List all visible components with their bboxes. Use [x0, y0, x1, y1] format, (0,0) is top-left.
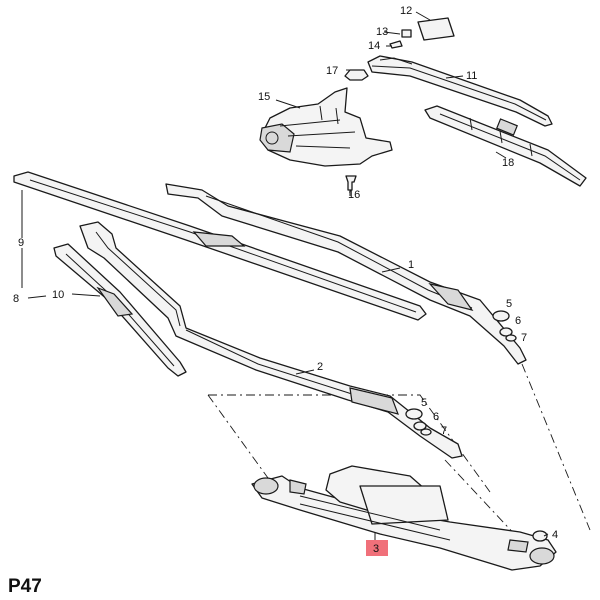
fastener-set-lower	[405, 408, 432, 436]
callout-5-upper[interactable]: 5	[506, 298, 512, 310]
fastener-set-upper	[492, 310, 517, 342]
front-wiper-arm-passenger[interactable]	[79, 221, 463, 459]
grommet[interactable]	[344, 69, 369, 81]
callout-3[interactable]: 3	[373, 543, 379, 555]
callout-7-lower[interactable]: 7	[441, 425, 447, 437]
callout-12[interactable]: 12	[400, 5, 412, 17]
rear-wiper-arm[interactable]	[367, 55, 553, 127]
front-wiper-blade-short[interactable]	[53, 243, 187, 377]
callout-2[interactable]: 2	[317, 361, 323, 373]
washer-6-upper[interactable]	[499, 327, 513, 337]
assembly-guide-lines	[207, 363, 591, 541]
washer-6-lower[interactable]	[413, 421, 427, 431]
front-wiper-arm-driver[interactable]	[165, 183, 527, 365]
callout-16[interactable]: 16	[348, 189, 360, 201]
callout-6-lower[interactable]: 6	[433, 411, 439, 423]
callout-11[interactable]: 11	[466, 70, 477, 82]
callout-15[interactable]: 15	[258, 91, 270, 103]
linkage-nut[interactable]	[532, 530, 548, 542]
rear-wiper-blade[interactable]	[424, 105, 587, 187]
callout-9[interactable]: 9	[18, 237, 24, 249]
callout-18[interactable]: 18	[502, 157, 514, 169]
callout-13[interactable]: 13	[376, 26, 388, 38]
callout-labels: 1 2 3 4 5 5 6 6 7 7 8 9 10 11 12 13 14 1…	[13, 5, 558, 555]
small-washer[interactable]	[389, 40, 403, 49]
nut-7-lower[interactable]	[420, 428, 432, 436]
small-nut[interactable]	[401, 29, 412, 38]
cap-5-lower[interactable]	[405, 408, 423, 420]
nut-7-upper[interactable]	[505, 334, 517, 342]
arm-cover-cap[interactable]	[417, 17, 455, 41]
highlight-box	[366, 540, 388, 556]
callout-8[interactable]: 8	[13, 293, 19, 305]
callout-4[interactable]: 4	[552, 529, 558, 541]
callout-10[interactable]: 10	[52, 289, 64, 301]
callout-5-lower[interactable]: 5	[421, 397, 427, 409]
front-wiper-blade-long[interactable]	[13, 171, 427, 321]
leader-lines	[21, 11, 549, 540]
page-code: P47	[8, 576, 42, 597]
callout-14[interactable]: 14	[368, 40, 380, 52]
callout-1[interactable]: 1	[408, 259, 414, 271]
callout-7-upper[interactable]: 7	[521, 332, 527, 344]
rear-wiper-motor[interactable]	[259, 87, 393, 167]
cap-5-upper[interactable]	[492, 310, 510, 322]
mounting-screw[interactable]	[345, 175, 357, 191]
wiper-motor-linkage[interactable]	[251, 465, 557, 571]
callout-17[interactable]: 17	[326, 65, 338, 77]
callout-6-upper[interactable]: 6	[515, 315, 521, 327]
